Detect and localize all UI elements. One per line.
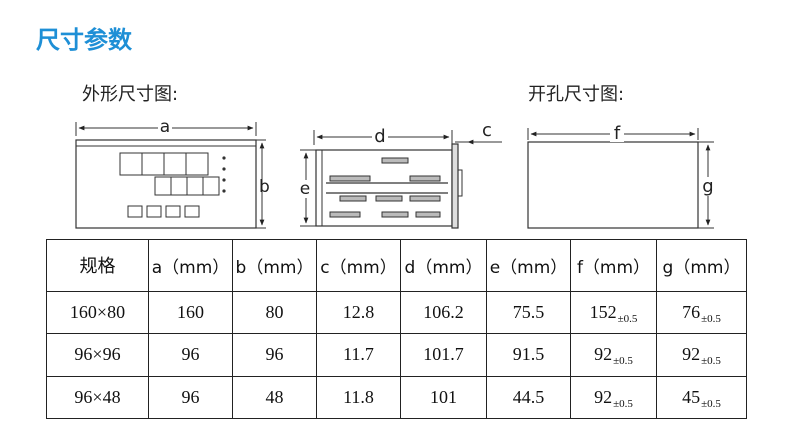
cell-g-tolerance: ±0.5 (701, 355, 721, 368)
header-c: c（mm） (316, 239, 401, 292)
cell-c: 11.8 (316, 375, 401, 420)
header-b: b（mm） (232, 239, 317, 292)
header-d: d（mm） (400, 239, 487, 292)
cell-c: 12.8 (316, 290, 401, 335)
cell-f-tolerance: ±0.5 (613, 355, 633, 368)
cell-a: 160 (148, 290, 233, 335)
front-view-drawing (75, 122, 266, 229)
cell-g: 76±0.5 (656, 290, 747, 335)
cell-d: 101 (400, 375, 487, 420)
table-row: 96×48 96 48 11.8 101 44.5 92±0.5 45±0.5 (46, 375, 747, 420)
cell-g-tolerance: ±0.5 (701, 397, 721, 410)
cutout-dimension-label: 开孔尺寸图: (528, 84, 625, 105)
cell-g-value: 76 (682, 302, 701, 323)
cell-g-value: 92 (682, 344, 701, 365)
cell-e: 44.5 (486, 375, 571, 420)
table-row: 160×80 160 80 12.8 106.2 75.5 152±0.5 76… (46, 290, 747, 335)
cell-f-value: 152 (589, 302, 617, 323)
cell-g-tolerance: ±0.5 (701, 313, 721, 326)
cell-e: 75.5 (486, 290, 571, 335)
dimension-drawings: a b d c e (75, 117, 714, 229)
cell-d: 106.2 (400, 290, 487, 335)
cell-c: 11.7 (316, 333, 401, 377)
cell-f-value: 92 (594, 344, 613, 365)
dim-a-label: a (160, 117, 170, 137)
dim-c-label: c (482, 120, 492, 141)
dim-e-label: e (300, 179, 310, 199)
page-title: 尺寸参数 (36, 26, 132, 54)
header-g: g（mm） (656, 239, 747, 292)
cell-b: 80 (232, 290, 317, 335)
cell-e: 91.5 (486, 333, 571, 377)
dim-b-label: b (259, 177, 270, 197)
cell-f: 92±0.5 (570, 375, 657, 420)
cell-spec: 160×80 (46, 290, 149, 335)
cell-spec: 96×48 (46, 375, 149, 420)
table-header-row: 规格 a（mm） b（mm） c（mm） d（mm） e（mm） f（mm） g… (46, 239, 747, 292)
cell-g-value: 45 (682, 386, 701, 407)
cutout-drawing (527, 128, 714, 229)
dim-d-label: d (374, 126, 385, 147)
header-a: a（mm） (148, 239, 233, 292)
cell-f-value: 92 (594, 386, 613, 407)
cell-d: 101.7 (400, 333, 487, 377)
cell-b: 96 (232, 333, 317, 377)
outer-dimension-label: 外形尺寸图: (82, 84, 179, 105)
dim-g-label: g (702, 176, 713, 197)
header-spec: 规格 (46, 239, 149, 292)
dim-f-label: f (614, 123, 621, 144)
cell-b: 48 (232, 375, 317, 420)
side-view-drawing (300, 130, 502, 229)
cell-spec: 96×96 (46, 333, 149, 377)
cell-f-tolerance: ±0.5 (613, 397, 633, 410)
cell-f: 152±0.5 (570, 290, 657, 335)
header-e: e（mm） (486, 239, 571, 292)
spec-table: 规格 a（mm） b（mm） c（mm） d（mm） e（mm） f（mm） g… (46, 239, 747, 420)
header-f: f（mm） (570, 239, 657, 292)
table-row: 96×96 96 96 11.7 101.7 91.5 92±0.5 92±0.… (46, 333, 747, 377)
cell-a: 96 (148, 375, 233, 420)
cell-g: 92±0.5 (656, 333, 747, 377)
cell-a: 96 (148, 333, 233, 377)
cell-f: 92±0.5 (570, 333, 657, 377)
cell-f-tolerance: ±0.5 (617, 313, 638, 326)
cell-g: 45±0.5 (656, 375, 747, 420)
